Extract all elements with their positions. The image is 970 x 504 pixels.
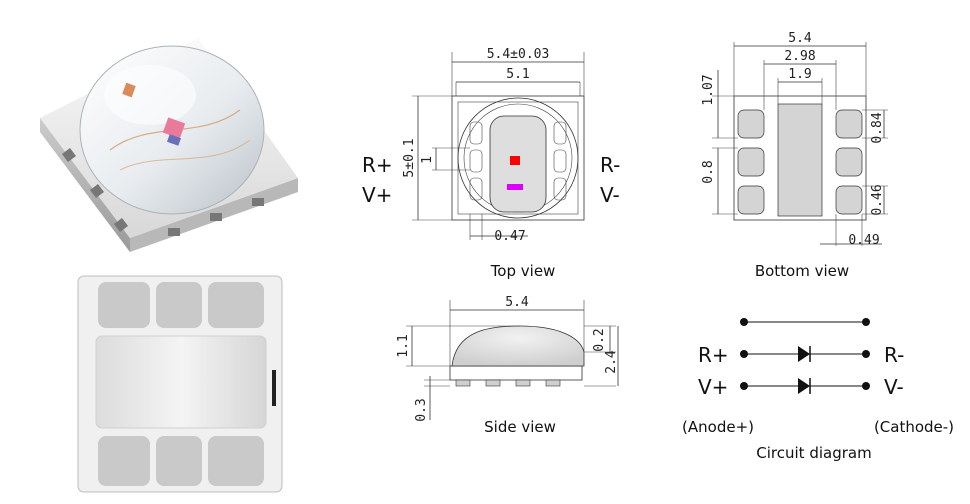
- top-view-label: Top view: [490, 262, 556, 280]
- dim-bottom-r2: 0.46: [870, 184, 885, 215]
- side-view-drawing: 5.4 1.1 0.3 0.2 2.4: [396, 295, 619, 422]
- dim-top-width: 5.4±0.03: [487, 47, 550, 62]
- dim-bottom-r3: 0.49: [848, 233, 879, 248]
- dim-bottom-width: 5.4: [788, 31, 812, 46]
- diode-red-icon: [798, 346, 810, 362]
- dim-bottom-w2: 2.98: [784, 49, 815, 64]
- dim-top-height: 5±0.1: [402, 138, 417, 177]
- pin-label-r-minus: R-: [600, 153, 620, 177]
- dim-side-width: 5.4: [505, 295, 529, 310]
- dim-side-h1: 1.1: [396, 334, 411, 357]
- circuit-diagram-label: Circuit diagram: [756, 444, 871, 462]
- led-bottom-render: [77, 275, 283, 493]
- led-3d-render: [40, 38, 298, 252]
- top-view-drawing: 5.4±0.03 5.1 5±0.1 1 0.47: [402, 47, 585, 244]
- dim-top-pad-width: 0.47: [494, 229, 525, 244]
- circuit-label-v-minus: V-: [884, 375, 904, 399]
- dim-bottom-h1: 1.07: [701, 74, 716, 105]
- cathode-label: (Cathode-): [874, 418, 954, 436]
- dim-top-pad: 1: [420, 156, 435, 164]
- side-view-label: Side view: [484, 418, 556, 436]
- dim-bottom-w3: 1.9: [788, 67, 811, 82]
- dim-bottom-r1: 0.84: [870, 112, 885, 143]
- pin-label-v-plus: V+: [362, 183, 392, 207]
- circuit-label-r-plus: R+: [698, 343, 729, 367]
- circuit-label-v-plus: V+: [698, 375, 728, 399]
- diode-violet-icon: [798, 378, 810, 394]
- dim-top-inner: 5.1: [506, 67, 529, 82]
- anode-label: (Anode+): [682, 418, 754, 436]
- dim-side-r2: 2.4: [604, 350, 619, 374]
- circuit-label-r-minus: R-: [884, 343, 904, 367]
- dim-side-base: 0.3: [414, 398, 429, 421]
- circuit-diagram: [740, 318, 870, 394]
- dim-side-r1: 0.2: [592, 328, 607, 351]
- pin-label-r-plus: R+: [362, 153, 393, 177]
- dim-bottom-h2: 0.8: [701, 160, 716, 183]
- red-chip: [510, 156, 520, 165]
- bottom-view-label: Bottom view: [755, 262, 849, 280]
- pin-label-v-minus: V-: [600, 183, 620, 207]
- violet-chip: [507, 184, 523, 190]
- bottom-view-drawing: 5.4 2.98 1.9 1.07 0.8 0.84 0.46 0.49: [701, 31, 888, 248]
